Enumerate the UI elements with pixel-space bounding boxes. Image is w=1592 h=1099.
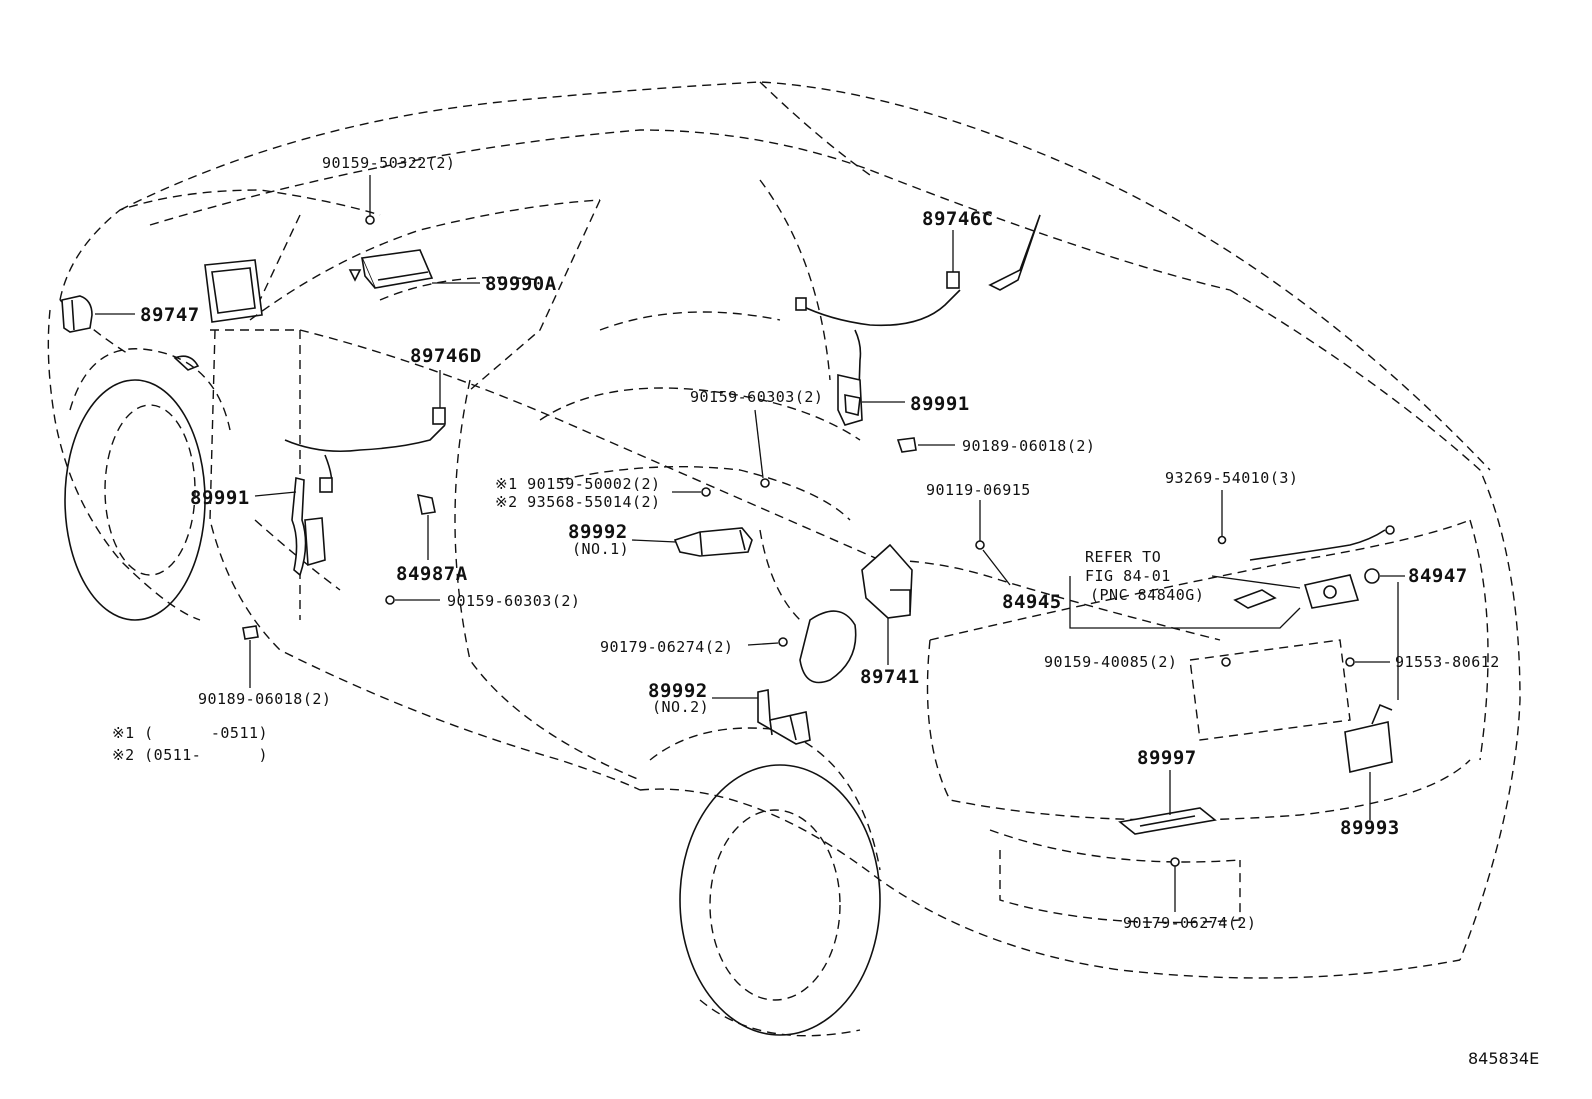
label-90119-06915: 90119-06915: [926, 481, 1031, 499]
part-90159-60303-lower-shape: [385, 595, 395, 605]
label-89993: 89993: [1340, 817, 1400, 839]
diagram-code: 845834E: [1468, 1049, 1539, 1068]
label-90189-06018-lower: 90189-06018(2): [198, 690, 331, 708]
part-90179-06274-mid-shape: [778, 637, 788, 647]
label-89991-left: 89991: [190, 487, 250, 509]
part-89993-shape: [1344, 703, 1393, 820]
label-93269-54010: 93269-54010(3): [1165, 469, 1298, 487]
part-90179-06274-bottom-shape: [1170, 857, 1180, 867]
part-91553-80612-shape: [1345, 657, 1355, 667]
part-90159-40085-shape: [1221, 657, 1231, 667]
label-89746C: 89746C: [922, 208, 994, 230]
label-90179-06274-mid: 90179-06274(2): [600, 638, 733, 656]
label-89992-no1-sub: (NO.1): [572, 540, 629, 558]
label-89992-no2-sub: (NO.2): [652, 698, 709, 716]
label-89997: 89997: [1137, 747, 1197, 769]
part-89990A-shape: [348, 175, 434, 289]
part-89746C-shape: [795, 214, 1041, 327]
label-90159-60303-lower: 90159-60303(2): [447, 592, 580, 610]
part-89992-no2-shape: [757, 689, 811, 745]
label-84945: 84945: [1002, 591, 1062, 613]
part-89991-right-shape: [837, 329, 863, 426]
label-90179-06274-bottom: 90179-06274(2): [1123, 914, 1256, 932]
label-90189-06018-upper: 90189-06018(2): [962, 437, 1095, 455]
label-90159-50322: 90159-50322(2): [322, 154, 455, 172]
label-89991-right: 89991: [910, 393, 970, 415]
label-pnc-ref: (PNC 84840G): [1090, 586, 1204, 604]
part-90189-lower-shape: [242, 625, 259, 688]
label-89992-no1: 89992: [568, 521, 628, 543]
part-84945-shape: [1233, 525, 1395, 609]
label-93568-55014: ※2 93568-55014(2): [495, 493, 661, 511]
part-84947-shape: [1364, 568, 1380, 584]
label-refer-to: REFER TO: [1085, 548, 1161, 566]
part-89741-shape: [861, 543, 913, 665]
part-89992-no1-shape: [673, 527, 753, 557]
label-91553-80612: 91553-80612: [1395, 653, 1500, 671]
part-90119-06915-shape: [975, 540, 985, 550]
label-89746D: 89746D: [410, 345, 482, 367]
part-90159-50002-shape: [701, 487, 711, 497]
part-89997-shape: [1118, 770, 1217, 835]
label-89747: 89747: [140, 304, 200, 326]
part-89746D-shape: [284, 370, 446, 493]
footnote-1: ※1 ( -0511): [112, 724, 268, 742]
label-90159-40085: 90159-40085(2): [1044, 653, 1177, 671]
part-93269-54010-shape: [1217, 535, 1227, 545]
label-89992-no2: 89992: [648, 680, 708, 702]
label-90159-60303-upper: 90159-60303(2): [690, 388, 823, 406]
label-89741: 89741: [860, 666, 920, 688]
part-90189-upper-shape: [896, 437, 917, 453]
part-89747-shape: [61, 295, 93, 333]
label-89990A: 89990A: [485, 273, 557, 295]
label-84987A: 84987A: [396, 563, 468, 585]
label-90159-50002: ※1 90159-50002(2): [495, 475, 661, 493]
footnote-2: ※2 (0511- ): [112, 746, 268, 764]
part-90159-60303-upper-shape: [760, 478, 770, 488]
label-fig-ref: FIG 84-01: [1085, 567, 1171, 585]
label-84947: 84947: [1408, 565, 1468, 587]
car-body-outline: [47, 81, 1521, 1037]
part-89991-left-shape: [291, 476, 326, 577]
part-84987A-shape: [416, 493, 436, 560]
